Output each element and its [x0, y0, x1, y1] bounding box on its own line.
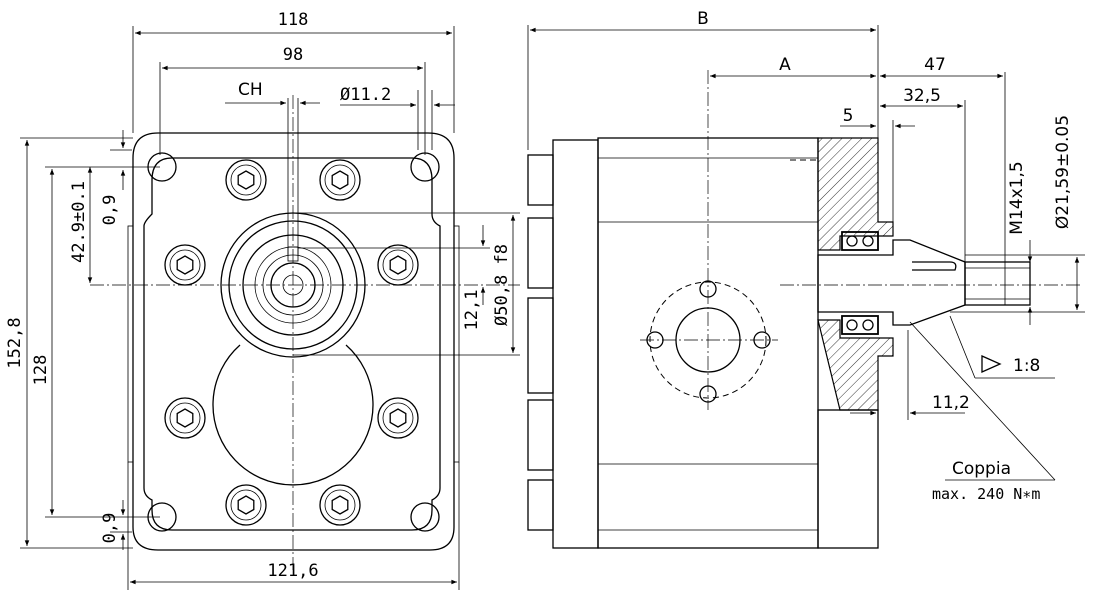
taper-symbol [981, 354, 1002, 374]
lower-gear-outline [212, 344, 374, 486]
bolt-head [225, 159, 267, 201]
rear-cover-steps [527, 139, 599, 549]
bolt-head [377, 244, 419, 286]
mounting-holes [147, 152, 440, 532]
shaft-seals [841, 231, 879, 335]
bolt-head [319, 484, 361, 526]
thread-end [964, 261, 1031, 306]
dim-hole-label: Ø11.2 [340, 85, 391, 105]
shaft-side [817, 239, 966, 326]
side-tab-left [127, 225, 134, 463]
bolt-head [225, 484, 267, 526]
torque-label: Coppia [952, 459, 1011, 479]
dim-5-label: 5 [843, 106, 854, 126]
dim-09-bottom-label: 0,9 [100, 513, 120, 544]
dim-shaft-dia-label: Ø21,59±0.05 [1053, 115, 1073, 229]
taper-label: 1:8 [1013, 356, 1040, 376]
dim-ch-label: CH [238, 80, 263, 100]
dim-thread-label: M14x1,5 [1007, 161, 1027, 234]
flange-outline [132, 132, 455, 551]
dim-b-label: B [697, 9, 709, 29]
bolt-head [164, 397, 206, 439]
dim-42-label: 42.9±0.1 [69, 181, 89, 263]
dim-118-label: 118 [278, 10, 309, 30]
side-tab-right [453, 225, 460, 463]
dim-121-label: 121,6 [267, 561, 318, 581]
dim-32-label: 32,5 [903, 86, 941, 106]
side-view: B A 47 32,5 5 M14x1,5 Ø21,59±0.05 1:8 [527, 9, 1085, 549]
torque-value: max. 240 N∗m [932, 485, 1040, 503]
pump-body-outline [143, 157, 441, 531]
flange-section [817, 137, 894, 251]
dim-128-label: 128 [31, 355, 51, 386]
dim-09-top-label: 0,9 [100, 195, 120, 226]
dim-11-label: 11,2 [932, 393, 970, 413]
dim-50-label: Ø50,8 f8 [492, 244, 512, 326]
dim-a-label: A [779, 55, 791, 75]
bolt-head [319, 159, 361, 201]
front-view: 118 98 CH Ø11.2 152,8 128 42.9±0.1 [5, 10, 520, 590]
shaft-key-side [912, 261, 957, 271]
dim-47-label: 47 [924, 55, 946, 75]
dim-152-label: 152,8 [5, 317, 25, 368]
bolt-head [164, 244, 206, 286]
dim-98-label: 98 [283, 45, 303, 65]
dim-12-label: 12,1 [462, 290, 482, 331]
bolt-heads [164, 159, 419, 526]
bolt-head [377, 397, 419, 439]
